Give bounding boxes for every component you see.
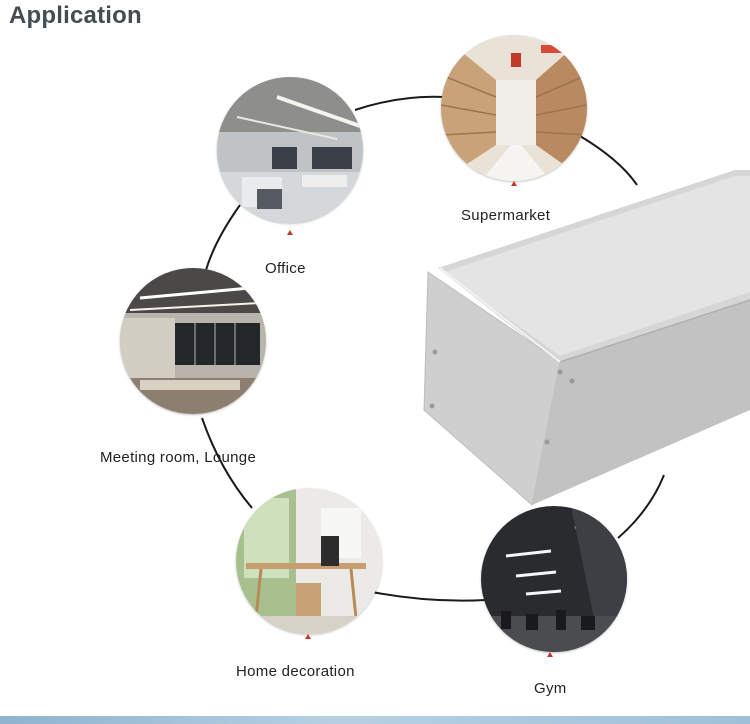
gym-image bbox=[481, 506, 627, 652]
supermarket-marker bbox=[511, 181, 517, 186]
bottom-banner-strip bbox=[0, 716, 750, 724]
meeting-room-label: Meeting room, Lounge bbox=[100, 449, 257, 466]
home-decoration-image bbox=[236, 488, 382, 634]
office-label: Office bbox=[265, 260, 306, 277]
gym-marker bbox=[547, 652, 553, 657]
supermarket-label: Supermarket bbox=[461, 207, 551, 224]
linear-light-fixture bbox=[423, 170, 750, 506]
gym-label: Gym bbox=[534, 680, 567, 697]
page-title: Application bbox=[9, 2, 142, 29]
office-marker bbox=[287, 230, 293, 235]
supermarket-image bbox=[441, 35, 587, 181]
home-decoration-label: Home decoration bbox=[236, 663, 355, 680]
meeting-room-image bbox=[120, 268, 266, 414]
office-image bbox=[217, 77, 363, 223]
home-decoration-marker bbox=[305, 634, 311, 639]
